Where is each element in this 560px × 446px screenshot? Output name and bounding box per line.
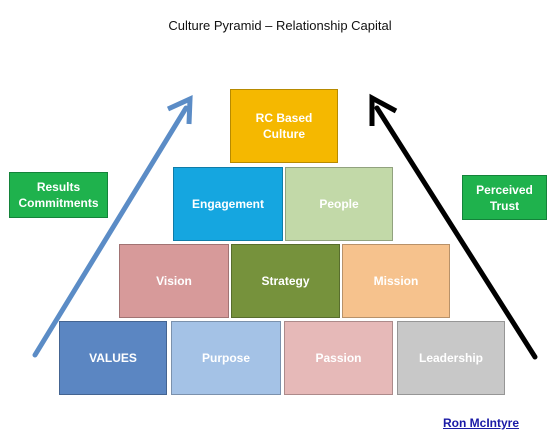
people-block: People (285, 167, 393, 241)
engagement-block: Engagement (173, 167, 283, 241)
perceived-trust-label: Perceived Trust (462, 175, 547, 220)
rc-based-culture-block: RC Based Culture (230, 89, 338, 163)
author-link[interactable]: Ron McIntyre (443, 416, 520, 430)
right-up-arrow-icon (369, 93, 538, 360)
vision-block: Vision (119, 244, 229, 318)
leadership-block: Leadership (397, 321, 505, 395)
purpose-block: Purpose (171, 321, 281, 395)
mission-block: Mission (342, 244, 450, 318)
diagram-title: Culture Pyramid – Relationship Capital (168, 18, 392, 33)
passion-block: Passion (284, 321, 393, 395)
values-block: VALUES (59, 321, 167, 395)
results-commitments-label: Results Commitments (9, 172, 108, 218)
left-up-arrow-icon (32, 95, 193, 358)
strategy-block: Strategy (231, 244, 340, 318)
